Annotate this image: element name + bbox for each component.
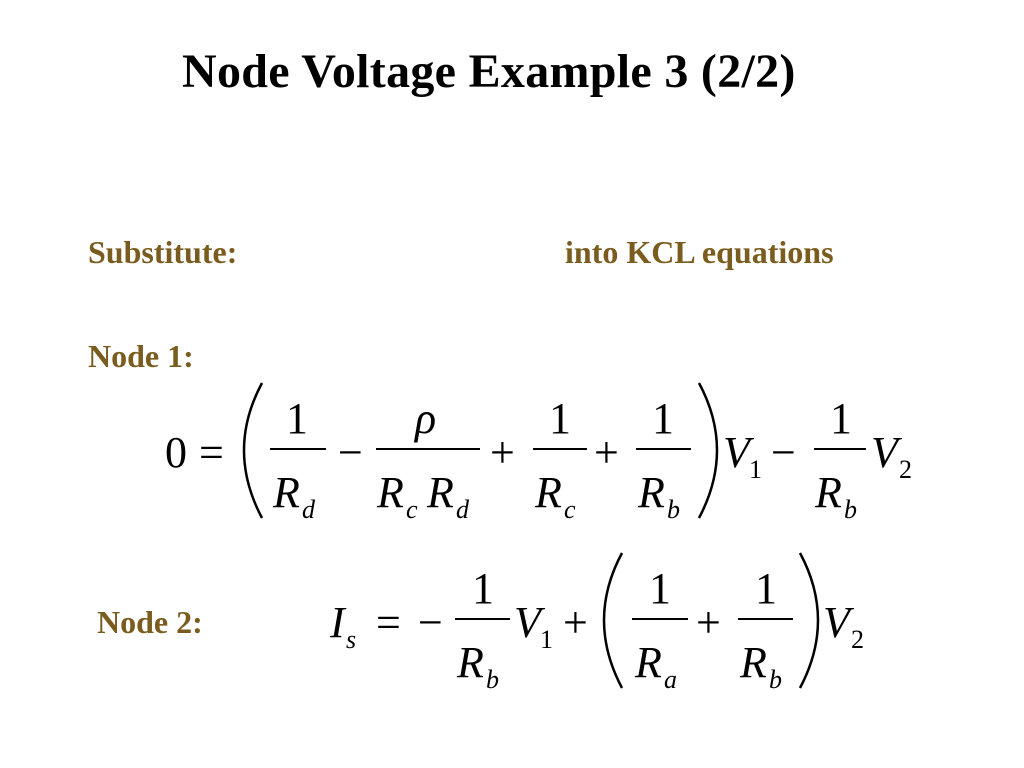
eq1-v1-sub: 1 [749,455,762,484]
eq1-plus1: + [490,428,515,477]
eq1-num4: 1 [652,394,674,443]
eq1-minus2: − [771,428,796,477]
eq1-num5: 1 [830,394,852,443]
node2-label: Node 2: [97,604,203,640]
eq2-v1-sub: 1 [540,625,553,654]
eq1-num3: 1 [549,394,571,443]
eq1-den3-sub: c [564,495,576,524]
eq2-den2-sub: a [664,665,677,694]
eq2-v1: V [514,598,546,647]
eq2-den1-sub: b [486,665,499,694]
eq1-den2b: R [426,468,454,517]
eq1-den2b-sub: d [456,495,470,524]
eq2-right-paren [798,552,820,689]
eq2-den2: R [634,638,662,687]
eq2-v2-sub: 2 [851,625,864,654]
eq1-den4-sub: b [667,495,680,524]
eq1-plus2: + [594,428,619,477]
eq1-minus: − [338,428,363,477]
eq1-den5-sub: b [844,495,857,524]
eq1-v2: V [871,428,903,477]
eq1-num2: ρ [413,394,436,443]
eq1-den4: R [637,468,665,517]
eq2-den3-sub: b [769,665,782,694]
eq2-plus2: + [696,598,721,647]
eq1-right-paren [697,382,719,519]
eq1-lhs: 0 [165,428,187,477]
eq1-den2a-sub: c [406,495,418,524]
eq1-den5: R [814,468,842,517]
eq2-minus: − [418,598,443,647]
eq2-equals: = [376,598,401,647]
eq2-lhs: I [329,598,347,647]
node1-equation: 0 = 1 R d − ρ R c R d + 1 R c + 1 [165,382,912,524]
node2-equation: I s = − 1 R b V 1 + 1 R a + 1 R b [329,552,864,694]
eq1-den2a: R [376,468,404,517]
eq1-v2-sub: 2 [899,455,912,484]
eq2-plus1: + [563,598,588,647]
eq2-den3: R [739,638,767,687]
node1-label: Node 1: [88,338,194,374]
eq1-den1: R [272,468,300,517]
eq2-v2: V [823,598,855,647]
eq2-num1: 1 [472,564,494,613]
eq1-num1: 1 [286,394,308,443]
eq1-left-paren [242,382,264,519]
substitute-label: Substitute: [88,234,238,270]
eq2-num2: 1 [649,564,671,613]
slide-title: Node Voltage Example 3 (2/2) [182,45,796,98]
eq1-den3: R [534,468,562,517]
eq1-equals: = [199,428,224,477]
into-kcl-label: into KCL equations [565,234,834,270]
eq2-lhs-sub: s [346,625,356,654]
eq1-den1-sub: d [302,495,316,524]
eq2-den1: R [456,638,484,687]
eq2-left-paren [602,552,624,689]
eq1-v1: V [723,428,755,477]
eq2-num3: 1 [755,564,777,613]
